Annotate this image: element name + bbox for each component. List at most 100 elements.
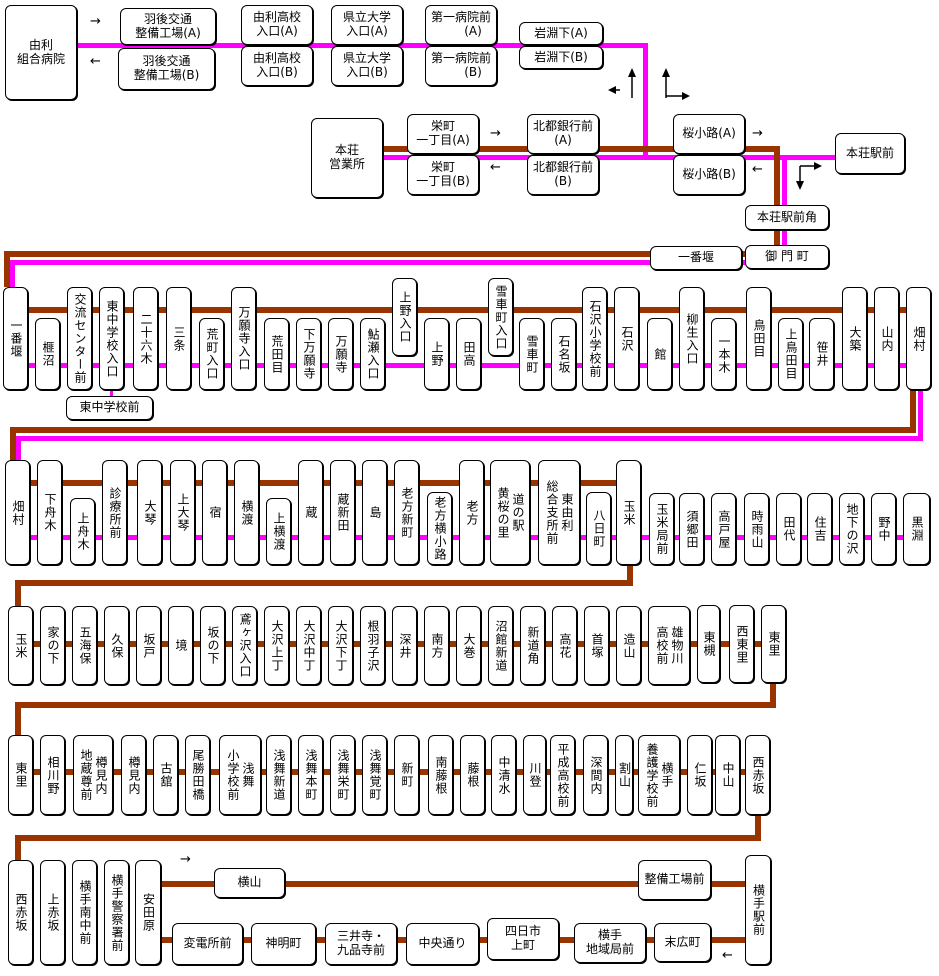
bus-stop-row5-9[interactable]: 浅舞栄町 <box>330 735 355 815</box>
bus-stop-row3-17[interactable]: 八日町 <box>586 492 611 565</box>
bus-stop-row2-22[interactable]: 一本木 <box>711 318 736 390</box>
bus-stop-row6-5[interactable]: 横山 <box>214 868 285 898</box>
bus-stop-row5-20[interactable]: 仁坂 <box>687 735 712 815</box>
bus-stop-top-7[interactable]: 第一病院前 (A) <box>425 5 497 45</box>
bus-stop-row5-18[interactable]: 割山 <box>615 735 633 815</box>
bus-stop-row4-1[interactable]: 家の下 <box>40 606 65 685</box>
bus-stop-row2-28[interactable]: 畑村 <box>906 287 931 390</box>
bus-stop-row5-10[interactable]: 浅舞覚町 <box>362 735 387 815</box>
bus-stop-row2-3[interactable]: 東中学校入口 <box>99 287 124 390</box>
bus-stop-top-21[interactable]: 御 門 町 <box>745 245 829 269</box>
bus-stop-row4-23[interactable]: 東里 <box>761 605 786 683</box>
bus-stop-row4-9[interactable]: 大沢中丁 <box>296 606 321 685</box>
bus-stop-row3-3[interactable]: 診療所前 <box>102 460 127 565</box>
bus-stop-row3-10[interactable]: 蔵新田 <box>330 460 355 565</box>
bus-stop-row2-4[interactable]: 二十六木 <box>133 287 158 390</box>
bus-stop-top-14[interactable]: 北都銀行前 (A) <box>527 114 599 154</box>
bus-stop-top-6[interactable]: 県立大学 入口(B) <box>331 46 403 86</box>
bus-stop-top-19[interactable]: 本荘駅前角 <box>745 205 829 230</box>
bus-stop-row3-25[interactable]: 地下の沢 <box>839 493 864 565</box>
bus-stop-row3-15[interactable]: 道の駅 黄桜の里 <box>490 460 530 565</box>
bus-stop-row4-10[interactable]: 大沢下丁 <box>328 606 353 685</box>
bus-stop-row6-1[interactable]: 上赤坂 <box>40 860 65 965</box>
bus-stop-row2-6[interactable]: 荒町入口 <box>199 318 224 390</box>
bus-stop-row3-18[interactable]: 玉米 <box>616 460 641 565</box>
bus-stop-row2-8[interactable]: 荒田目 <box>264 318 289 390</box>
bus-stop-row6-14[interactable]: 末広町 <box>654 923 711 962</box>
bus-stop-row4-21[interactable]: 東槻 <box>697 605 720 683</box>
bus-stop-row3-24[interactable]: 住吉 <box>807 493 832 565</box>
bus-stop-row3-20[interactable]: 須郷田 <box>679 493 704 565</box>
bus-stop-row6-4[interactable]: 安田原 <box>135 860 161 965</box>
bus-stop-top-15[interactable]: 北都銀行前 (B) <box>527 155 599 195</box>
bus-stop-row3-26[interactable]: 野中 <box>871 493 896 565</box>
bus-stop-top-11[interactable]: 本荘 営業所 <box>311 118 383 198</box>
bus-stop-row4-18[interactable]: 首塚 <box>584 606 609 685</box>
bus-stop-row6-6[interactable]: 整備工場前 <box>638 860 711 900</box>
bus-stop-row3-0[interactable]: 畑村 <box>5 460 30 565</box>
bus-stop-row4-5[interactable]: 境 <box>168 606 193 685</box>
bus-stop-row4-14[interactable]: 大巻 <box>456 606 481 685</box>
bus-stop-top-5[interactable]: 県立大学 入口(A) <box>331 5 403 45</box>
bus-stop-row4-2[interactable]: 五海保 <box>72 606 97 685</box>
bus-stop-row2-11[interactable]: 鮎瀬入口 <box>360 318 385 390</box>
bus-stop-row5-21[interactable]: 中山 <box>715 735 740 815</box>
bus-stop-row4-13[interactable]: 南方 <box>424 606 449 685</box>
bus-stop-row5-14[interactable]: 中清水 <box>491 735 516 815</box>
bus-stop-row2-19[interactable]: 石沢 <box>614 287 639 390</box>
bus-stop-row3-7[interactable]: 横渡 <box>234 460 259 565</box>
bus-stop-row4-15[interactable]: 沼館新道 <box>488 606 513 685</box>
bus-stop-row5-4[interactable]: 古舘 <box>153 735 178 815</box>
bus-stop-row2-1[interactable]: 榧沼 <box>35 318 60 390</box>
bus-stop-row3-12[interactable]: 老方新町 <box>394 460 419 565</box>
bus-stop-row2-24[interactable]: 上鳥田目 <box>778 318 803 390</box>
bus-stop-row2-16[interactable]: 雪車町 <box>519 318 544 390</box>
bus-stop-row6-11[interactable]: 中央通り <box>406 923 479 965</box>
bus-stop-row5-17[interactable]: 深間内 <box>583 735 608 815</box>
bus-stop-row4-12[interactable]: 深井 <box>392 606 417 685</box>
bus-stop-row5-0[interactable]: 東里 <box>8 735 33 815</box>
bus-stop-top-16[interactable]: 桜小路(A) <box>673 114 745 154</box>
bus-stop-row3-2[interactable]: 上舟木 <box>70 498 95 565</box>
bus-stop-top-2[interactable]: 羽後交通 整備工場(B) <box>118 48 215 90</box>
bus-stop-row5-7[interactable]: 浅舞新道 <box>266 735 291 815</box>
bus-stop-row6-9[interactable]: 神明町 <box>251 923 316 965</box>
bus-stop-row2-17[interactable]: 石名坂 <box>551 318 576 390</box>
bus-stop-row2-2[interactable]: 交流センター前 <box>67 287 92 390</box>
bus-stop-row4-16[interactable]: 新道角 <box>520 606 545 685</box>
bus-stop-row5-6[interactable]: 浅舞 小学校前 <box>219 735 261 815</box>
bus-stop-row2-21[interactable]: 柳生入口 <box>679 287 704 390</box>
bus-stop-top-12[interactable]: 栄町 一丁目(A) <box>407 114 479 154</box>
bus-stop-row3-9[interactable]: 蔵 <box>298 460 323 565</box>
bus-stop-row5-12[interactable]: 南藤根 <box>428 735 453 815</box>
bus-stop-row6-3[interactable]: 横手警察署前 <box>104 860 129 965</box>
bus-stop-row2-20[interactable]: 館 <box>647 318 672 390</box>
bus-stop-row6-0[interactable]: 西赤坂 <box>8 860 33 965</box>
bus-stop-row2-0[interactable]: 一番堰 <box>3 287 28 390</box>
bus-stop-row4-3[interactable]: 久保 <box>104 606 129 685</box>
bus-stop-row6-10[interactable]: 三井寺・ 九品寺前 <box>325 923 397 965</box>
bus-stop-row3-22[interactable]: 時雨山 <box>744 493 769 565</box>
bus-stop-top-8[interactable]: 第一病院前 (B) <box>425 46 497 86</box>
bus-stop-row4-8[interactable]: 大沢上丁 <box>264 606 289 685</box>
bus-stop-row4-19[interactable]: 造山 <box>616 606 641 685</box>
bus-stop-row3-23[interactable]: 田代 <box>776 493 801 565</box>
bus-stop-row4-20[interactable]: 雄物川 高校前 <box>648 606 690 685</box>
bus-stop-row6-7[interactable]: 横手駅前 <box>745 855 771 965</box>
bus-stop-row4-11[interactable]: 根羽子沢 <box>360 606 385 685</box>
bus-stop-row6-2[interactable]: 横手南中前 <box>72 860 97 965</box>
bus-stop-row6-12[interactable]: 四日市 上町 <box>487 918 559 960</box>
bus-stop-top-20[interactable]: 一番堰 <box>650 246 742 270</box>
bus-stop-row4-4[interactable]: 坂戸 <box>136 606 161 685</box>
bus-stop-row3-5[interactable]: 上大琴 <box>170 460 195 565</box>
bus-stop-row6-13[interactable]: 横手 地域局前 <box>574 923 646 963</box>
bus-stop-row3-16[interactable]: 東由利 総合支所前 <box>538 460 580 565</box>
bus-stop-row3-21[interactable]: 高戸屋 <box>711 493 736 565</box>
bus-stop-row4-0[interactable]: 玉米 <box>8 606 33 685</box>
bus-stop-row5-13[interactable]: 藤根 <box>460 735 485 815</box>
bus-stop-row5-15[interactable]: 川登 <box>523 735 546 815</box>
bus-stop-top-22[interactable]: 東中学校前 <box>66 396 153 420</box>
bus-stop-row3-14[interactable]: 老方 <box>459 460 484 565</box>
bus-stop-row3-6[interactable]: 宿 <box>202 460 227 565</box>
bus-stop-row5-5[interactable]: 尾勝田橋 <box>185 735 210 815</box>
